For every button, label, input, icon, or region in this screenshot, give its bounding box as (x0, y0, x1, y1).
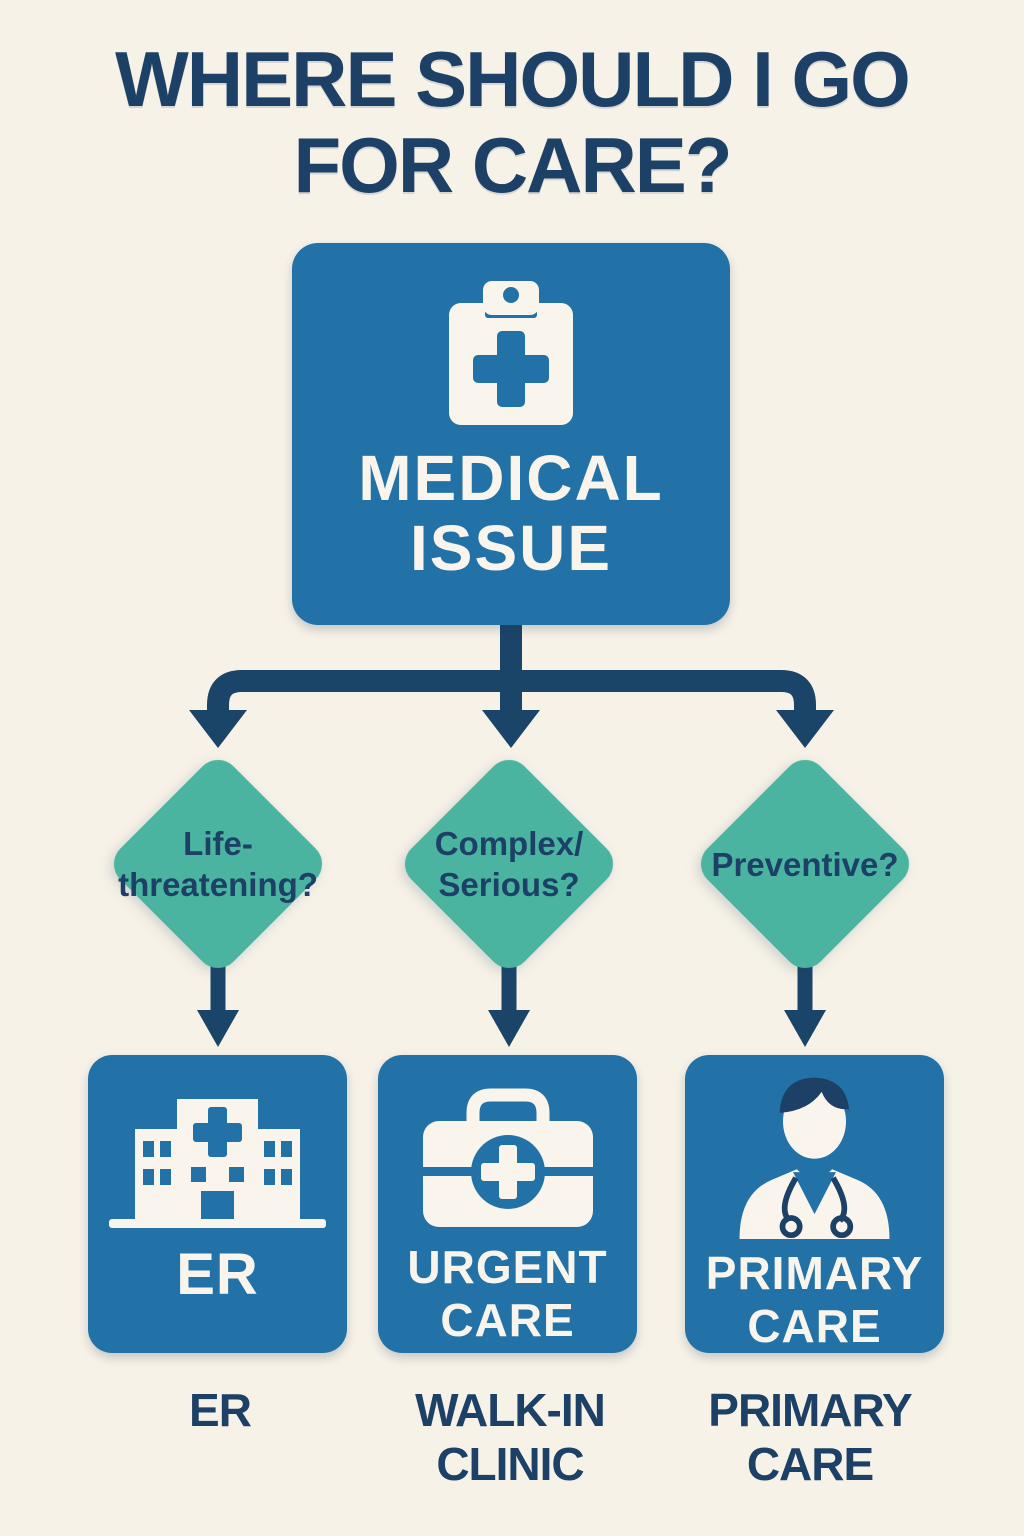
decision-label-line: Serious? (438, 866, 580, 903)
caption-line: WALK-IN (415, 1384, 606, 1436)
decision-complex-serious: Complex/ Serious? (395, 750, 623, 978)
doctor-icon (739, 1077, 890, 1239)
page-title-line1: WHERE SHOULD I GO (115, 35, 911, 123)
decision-label-line: Complex/ (434, 825, 584, 862)
destination-label-line: CARE (747, 1300, 882, 1352)
destination-er: ER (88, 1055, 347, 1353)
root-label-line1: MEDICAL (358, 442, 664, 514)
decision-life-threatening: Life- threatening? (104, 750, 332, 978)
destination-urgent-care: URGENT CARE (378, 1055, 637, 1353)
destination-primary-care: PRIMARY CARE (685, 1055, 944, 1353)
root-node-medical-issue: MEDICAL ISSUE (292, 243, 730, 625)
root-label-line2: ISSUE (409, 512, 613, 584)
destination-urgent-care-label: URGENT CARE (407, 1241, 607, 1347)
caption-er: ER (70, 1383, 370, 1437)
decision-complex-serious-label: Complex/ Serious? (395, 750, 623, 978)
destination-primary-care-label: PRIMARY CARE (706, 1247, 923, 1353)
caption-line: CARE (746, 1438, 874, 1490)
destination-label-line: ER (176, 1242, 259, 1307)
decision-life-threatening-label: Life- threatening? (104, 750, 332, 978)
hospital-icon (109, 1099, 326, 1228)
destination-er-label: ER (176, 1245, 259, 1305)
caption-line: ER (189, 1384, 252, 1436)
caption-walk-in-clinic: WALK-IN CLINIC (360, 1383, 660, 1491)
destination-label-line: CARE (440, 1294, 575, 1346)
root-node-label: MEDICAL ISSUE (358, 443, 664, 583)
page-title: WHERE SHOULD I GO FOR CARE? (0, 36, 1024, 208)
decision-label-line: Preventive? (711, 845, 899, 883)
clipboard-cross-icon (449, 281, 573, 425)
caption-line: CLINIC (436, 1438, 584, 1490)
first-aid-kit-icon (422, 1088, 593, 1227)
decision-label-line: Life- (183, 825, 253, 862)
page-title-line2: FOR CARE? (293, 121, 733, 209)
destination-label-line: URGENT (407, 1241, 608, 1293)
decision-preventive: Preventive? (691, 750, 919, 978)
decision-label-line: threatening? (118, 866, 318, 903)
caption-primary-care: PRIMARY CARE (660, 1383, 960, 1491)
caption-line: PRIMARY (708, 1384, 912, 1436)
decision-preventive-label: Preventive? (691, 750, 919, 978)
destination-label-line: PRIMARY (705, 1247, 924, 1299)
